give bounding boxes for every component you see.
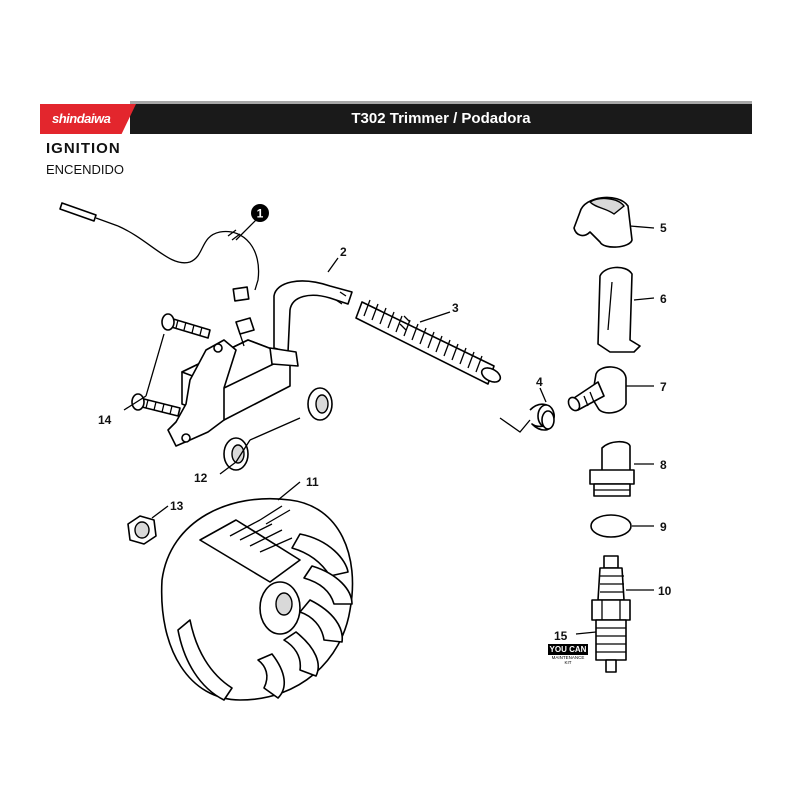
- header: shindaiwa T302 Trimmer / Podadora: [40, 101, 752, 134]
- callout-1: 1: [251, 204, 269, 222]
- leader-lines: [123, 217, 655, 635]
- section-title: IGNITION: [46, 140, 121, 157]
- callout-10: 10: [658, 584, 672, 598]
- callout-14: 14: [98, 413, 112, 427]
- callout-4: 4: [536, 375, 543, 389]
- callout-13: 13: [170, 499, 184, 513]
- part-flywheel: [160, 497, 354, 701]
- part-nut: [127, 515, 157, 545]
- callout-9: 9: [660, 520, 667, 534]
- header-bar-highlight: [130, 101, 752, 104]
- callout-7: 7: [660, 380, 667, 394]
- kit-badge-subtitle: MAINTENANCE KIT: [551, 655, 585, 665]
- callout-11: 11: [306, 475, 319, 489]
- part-spark-plug: [591, 555, 631, 673]
- part-boot-sleeve: [355, 299, 502, 385]
- callout-12: 12: [194, 471, 208, 485]
- part-boot-cap: [573, 196, 633, 248]
- callout-15: 15: [554, 629, 568, 643]
- callout-3: 3: [452, 301, 459, 315]
- part-screws: [131, 313, 211, 417]
- part-bushings: [223, 387, 333, 471]
- part-o-ring: [590, 514, 632, 538]
- part-terminal: [589, 440, 635, 497]
- part-cover: [597, 266, 641, 353]
- callout-5: 5: [660, 221, 667, 235]
- brand-name: shindaiwa: [52, 111, 111, 126]
- brand-logo: shindaiwa: [40, 104, 136, 134]
- callout-1-label: 1: [257, 207, 264, 221]
- part-spring: [499, 403, 555, 433]
- maintenance-kit-badge: YOU CAN MAINTENANCE KIT: [548, 644, 588, 665]
- callout-8: 8: [660, 458, 667, 472]
- part-plug-boot: [567, 366, 627, 414]
- part-ground-wire: [59, 202, 260, 302]
- callout-6: 6: [660, 292, 667, 306]
- section-subtitle: ENCENDIDO: [46, 162, 125, 177]
- header-title: T302 Trimmer / Podadora: [351, 110, 531, 127]
- header-bar: [130, 104, 752, 134]
- part-ignition-coil: [167, 280, 353, 447]
- kit-badge-title: YOU CAN: [548, 644, 588, 655]
- callout-2: 2: [340, 245, 347, 259]
